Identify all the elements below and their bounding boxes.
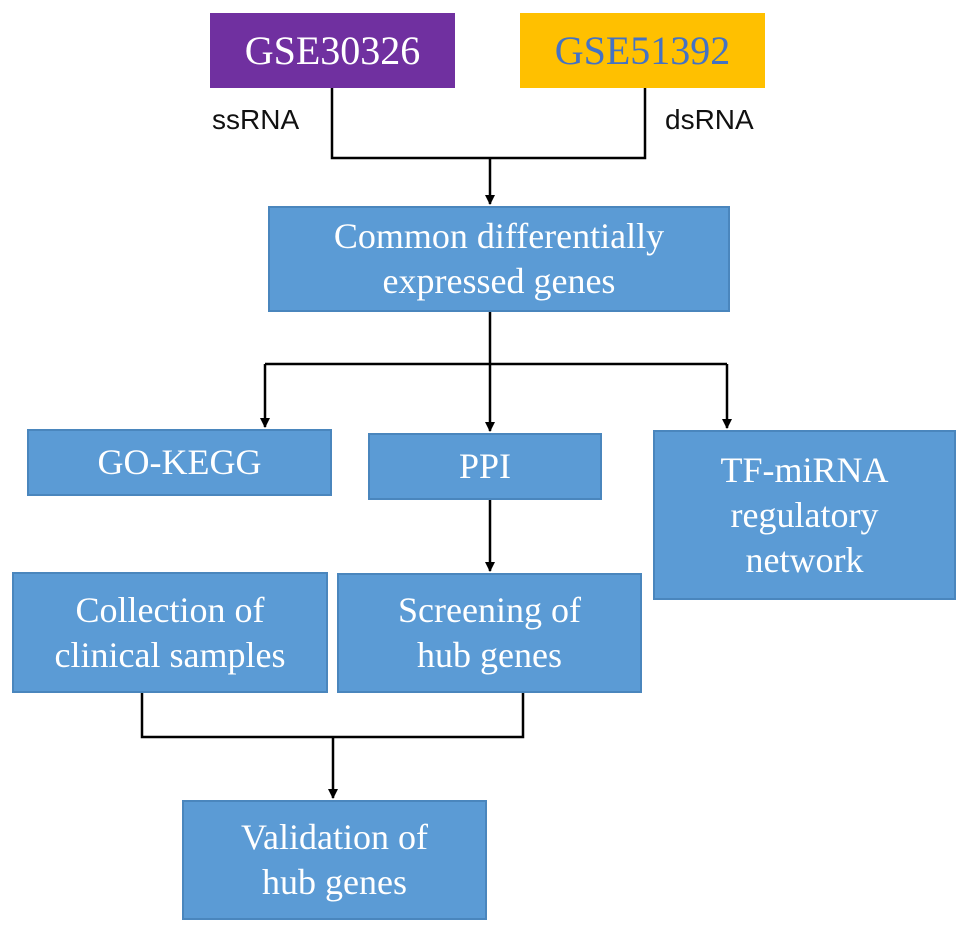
ppi-box: PPI <box>368 433 602 500</box>
tf-mirna-line3: network <box>745 539 864 580</box>
tf-mirna-line1: TF-miRNA <box>720 449 889 490</box>
source-gse30326-box: GSE30326 <box>210 13 455 88</box>
common-degs-line2: expressed genes <box>382 261 616 301</box>
clinical-samples-box: Collection of clinical samples <box>12 572 328 693</box>
screening-hub-genes-line1: Screening of <box>398 590 581 630</box>
edge-label-ssrna: ssRNA <box>212 104 300 135</box>
edge-label-dsrna: dsRNA <box>665 104 754 135</box>
source-gse51392-box: GSE51392 <box>520 13 765 88</box>
common-degs-line1: Common differentially <box>333 216 665 256</box>
source-gse51392-label: GSE51392 <box>554 27 731 73</box>
screening-hub-genes-line2: hub genes <box>417 635 562 675</box>
common-degs-box: Common differentially expressed genes <box>268 206 730 312</box>
go-kegg-box: GO-KEGG <box>27 429 332 496</box>
validation-hub-genes-line1: Validation of <box>241 817 428 857</box>
tf-mirna-box: TF-miRNA regulatory network <box>653 430 956 600</box>
go-kegg-label: GO-KEGG <box>97 442 262 482</box>
connector-validation-merge <box>140 693 525 739</box>
source-gse30326-label: GSE30326 <box>244 27 421 73</box>
tf-mirna-line2: regulatory <box>730 494 879 535</box>
validation-hub-genes-line2: hub genes <box>262 862 407 902</box>
clinical-samples-line1: Collection of <box>75 589 265 630</box>
validation-hub-genes-box: Validation of hub genes <box>182 800 487 920</box>
screening-hub-genes-box: Screening of hub genes <box>337 573 642 693</box>
ppi-label: PPI <box>458 446 512 486</box>
connector-sources-merge <box>330 88 647 160</box>
clinical-samples-line2: clinical samples <box>54 634 286 675</box>
